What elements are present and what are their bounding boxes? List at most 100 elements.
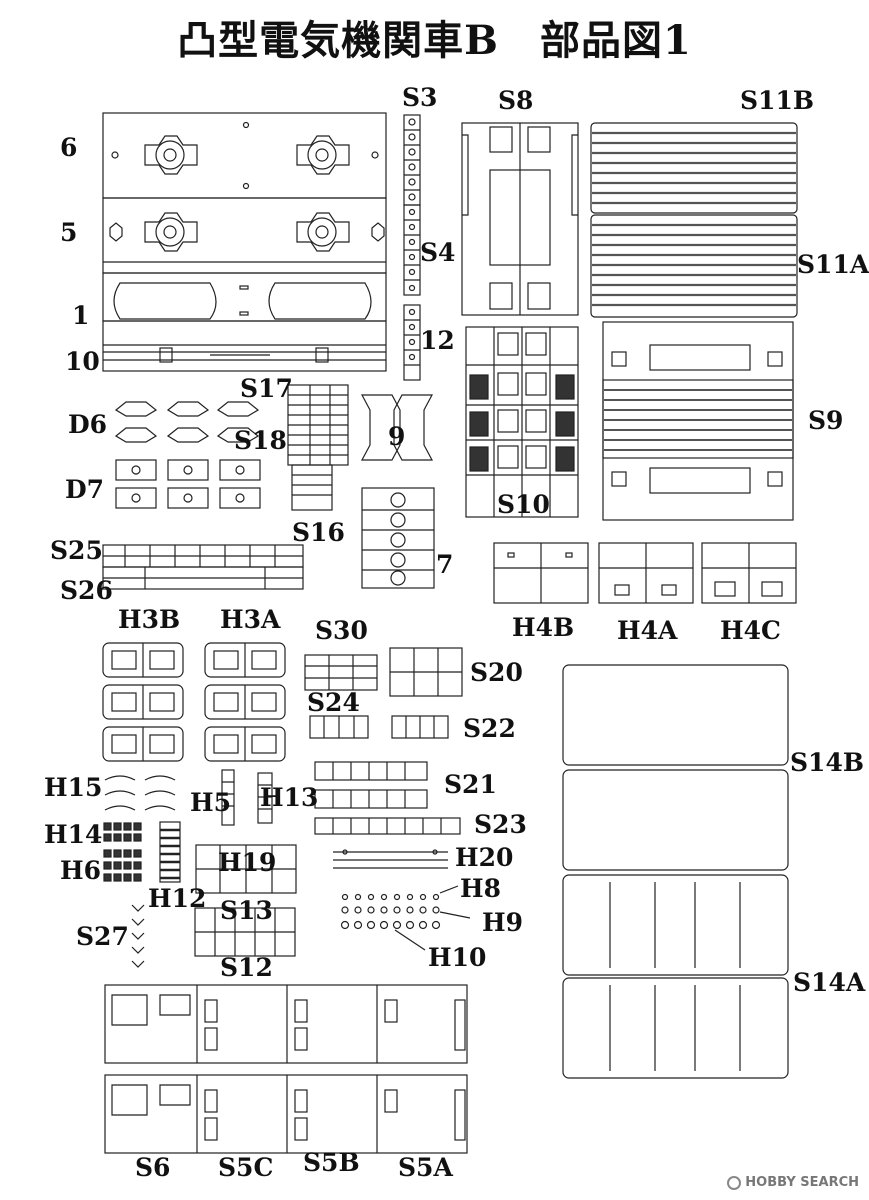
- part-s10: [465, 326, 579, 518]
- label-s22: S22: [463, 714, 516, 743]
- part-h3a: [204, 642, 286, 762]
- label-s24: S24: [307, 688, 360, 717]
- part-h20: [333, 849, 448, 869]
- page-title: 凸型電気機関車B 部品図1: [177, 17, 692, 64]
- label-s5a: S5A: [398, 1153, 453, 1182]
- part-6: [102, 112, 387, 199]
- part-d6: [114, 401, 260, 443]
- part-s4: [403, 204, 421, 296]
- part-s24: [309, 715, 369, 739]
- label-d6: D6: [68, 410, 108, 439]
- label-h19: H19: [218, 848, 277, 877]
- part-h4c: [701, 542, 797, 604]
- part-h6: [103, 849, 142, 882]
- part-s17: [287, 384, 349, 466]
- label-s12: S12: [220, 953, 273, 982]
- part-h19: [195, 844, 297, 894]
- label-h15: H15: [44, 773, 103, 802]
- part-s22: [391, 715, 449, 739]
- label-s3: S3: [402, 83, 438, 112]
- part-s14b: [562, 664, 789, 871]
- part-s12: [104, 984, 468, 1064]
- part-s11a: [590, 214, 798, 318]
- label-h3a: H3A: [220, 605, 281, 634]
- label-7: 7: [436, 550, 454, 579]
- label-s10: S10: [497, 490, 550, 519]
- label-5: 5: [60, 218, 78, 247]
- label-s25: S25: [50, 536, 103, 565]
- label-s18: S18: [234, 426, 287, 455]
- part-s26: [102, 566, 304, 590]
- part-h12: [159, 821, 181, 883]
- part-s6: [104, 1074, 468, 1154]
- label-h8: H8: [460, 874, 502, 903]
- label-s14b: S14B: [790, 748, 864, 777]
- watermark-text: HOBBY SEARCH: [745, 1175, 859, 1190]
- label-s14a: S14A: [793, 968, 866, 997]
- label-s5b: S5B: [303, 1148, 360, 1177]
- part-s14a: [562, 874, 789, 1079]
- label-10: 10: [65, 347, 100, 376]
- label-s9: S9: [808, 406, 844, 435]
- part-s8: [461, 122, 579, 316]
- part-s25: [102, 544, 304, 568]
- part-h13: [257, 772, 273, 824]
- label-h4b: H4B: [512, 613, 575, 642]
- label-h9: H9: [482, 908, 524, 937]
- part-h3b: [102, 642, 184, 762]
- label-s11b: S11B: [740, 86, 814, 115]
- part-5: [102, 197, 387, 274]
- label-h4c: H4C: [720, 616, 781, 645]
- part-h10: [340, 920, 441, 951]
- watermark: HOBBY SEARCH: [727, 1175, 859, 1190]
- part-7: [361, 487, 435, 589]
- part-9: [361, 394, 433, 461]
- label-s4: S4: [420, 238, 456, 267]
- label-h4a: H4A: [617, 616, 678, 645]
- part-s27: [131, 904, 145, 968]
- label-h13: H13: [260, 783, 319, 812]
- part-h9: [341, 906, 471, 919]
- label-h6: H6: [60, 856, 102, 885]
- label-s16: S16: [292, 518, 345, 547]
- label-s5c: S5C: [218, 1153, 274, 1182]
- label-s21: S21: [444, 770, 497, 799]
- label-6: 6: [60, 133, 78, 162]
- hobby-search-logo-icon: [727, 1175, 742, 1190]
- label-h10: H10: [428, 943, 487, 972]
- part-s16: [291, 464, 333, 511]
- part-h15: [104, 775, 176, 811]
- part-1: [102, 272, 387, 322]
- part-s13: [194, 907, 296, 957]
- label-d7: D7: [65, 475, 105, 504]
- part-s9: [602, 321, 794, 521]
- label-h5: H5: [190, 788, 232, 817]
- label-s11a: S11A: [797, 250, 869, 279]
- label-s8: S8: [498, 86, 534, 115]
- part-s11b: [590, 122, 798, 214]
- label-s6: S6: [135, 1153, 171, 1182]
- part-s30: [304, 654, 378, 691]
- label-s17: S17: [240, 374, 293, 403]
- label-9: 9: [388, 422, 406, 451]
- label-h14: H14: [44, 820, 103, 849]
- label-h12: H12: [148, 884, 207, 913]
- part-s23: [314, 817, 461, 835]
- part-d7: [115, 459, 261, 509]
- part-h5: [221, 769, 235, 826]
- label-h20: H20: [455, 843, 514, 872]
- label-s20: S20: [470, 658, 523, 687]
- part-h4a: [598, 542, 694, 604]
- label-s30: S30: [315, 616, 368, 645]
- part-h4b: [493, 542, 589, 604]
- label-s27: S27: [76, 922, 129, 951]
- part-h8: [341, 885, 459, 901]
- label-1: 1: [72, 301, 90, 330]
- part-s3: [403, 114, 421, 206]
- part-10: [102, 320, 387, 372]
- part-h14: [103, 822, 142, 842]
- label-h3b: H3B: [118, 605, 181, 634]
- label-s13: S13: [220, 896, 273, 925]
- part-s21: [314, 761, 428, 809]
- label-s23: S23: [474, 810, 527, 839]
